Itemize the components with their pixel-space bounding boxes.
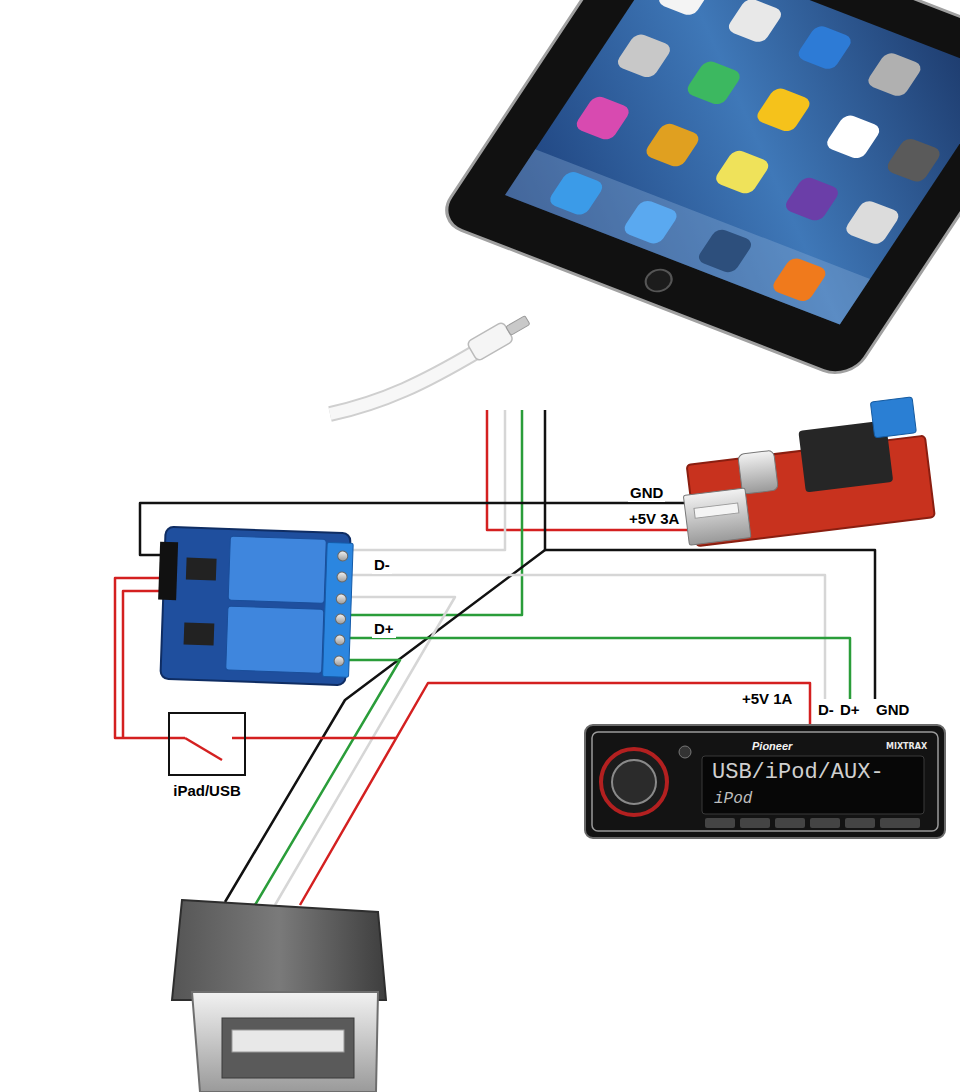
terminal-block bbox=[323, 542, 354, 677]
app-icon bbox=[695, 227, 754, 275]
usb-port bbox=[683, 488, 751, 545]
app-icon bbox=[684, 59, 743, 107]
app-icon bbox=[795, 24, 854, 72]
plug-tip bbox=[506, 316, 530, 336]
ipad-screen bbox=[505, 0, 960, 325]
chip bbox=[184, 623, 215, 646]
wire bbox=[345, 410, 522, 615]
adapter-body bbox=[172, 900, 386, 1000]
pin-header bbox=[158, 542, 178, 601]
app-icon bbox=[573, 94, 632, 142]
lightning-plug bbox=[467, 310, 533, 361]
signal-label: D- bbox=[372, 556, 392, 574]
brand-mark: MIXTRAX bbox=[886, 742, 927, 752]
app-icon bbox=[713, 148, 772, 196]
app-icon bbox=[770, 256, 829, 304]
lightning-cable bbox=[330, 310, 533, 414]
switch-gap bbox=[222, 738, 232, 760]
usb-adapter bbox=[172, 900, 386, 1092]
screw bbox=[334, 656, 344, 666]
ground-label: GND bbox=[628, 484, 665, 502]
screw bbox=[335, 635, 345, 645]
app-icon bbox=[656, 0, 715, 17]
cable bbox=[330, 352, 476, 414]
radio-trim bbox=[592, 732, 938, 831]
radio-button bbox=[845, 818, 875, 828]
screw bbox=[338, 551, 348, 561]
display-text: iPod bbox=[714, 789, 752, 809]
app-icon bbox=[884, 136, 943, 184]
switch-box: iPad/USB bbox=[168, 712, 246, 776]
app-icon bbox=[621, 198, 680, 246]
wire bbox=[232, 737, 396, 740]
radio-button bbox=[775, 818, 805, 828]
relay bbox=[228, 536, 326, 603]
cable-outline bbox=[330, 352, 476, 414]
relay bbox=[226, 606, 324, 673]
wire bbox=[487, 410, 697, 530]
ground-label: GND bbox=[874, 701, 911, 719]
wire bbox=[345, 410, 505, 550]
display-text: USB/iPod/AUX- bbox=[712, 760, 884, 786]
app-icon bbox=[843, 199, 902, 247]
screw bbox=[337, 572, 347, 582]
app-icon bbox=[754, 86, 813, 134]
radio-button bbox=[679, 746, 691, 758]
radio-button bbox=[880, 818, 920, 828]
adapter-shell bbox=[192, 992, 378, 1092]
car-radio bbox=[585, 725, 945, 838]
app-icon bbox=[865, 51, 924, 99]
knob-center bbox=[612, 760, 656, 804]
brand-mark: Pioneer bbox=[752, 740, 792, 753]
app-icon bbox=[824, 113, 883, 161]
app-icon bbox=[547, 170, 606, 218]
app-icon bbox=[643, 121, 702, 169]
adapter-tongue bbox=[232, 1030, 344, 1052]
screw bbox=[336, 594, 346, 604]
switch-lever bbox=[185, 738, 222, 760]
power-label: +5V 1A bbox=[740, 690, 794, 708]
volume-knob bbox=[601, 749, 667, 815]
signal-label: D+ bbox=[838, 701, 862, 719]
radio-display bbox=[702, 756, 924, 814]
usb-tongue bbox=[694, 503, 739, 518]
radio-faceplate bbox=[585, 725, 945, 838]
signal-label: D- bbox=[816, 701, 836, 719]
relay-board bbox=[160, 527, 350, 685]
chip bbox=[186, 558, 217, 581]
wire bbox=[255, 660, 400, 905]
wire bbox=[300, 683, 810, 905]
adapter-socket bbox=[222, 1018, 354, 1078]
ipad-dock bbox=[505, 149, 870, 324]
screw-terminal bbox=[870, 397, 916, 438]
ipad-tablet bbox=[436, 0, 960, 381]
radio-button bbox=[740, 818, 770, 828]
dc-converter bbox=[675, 396, 935, 547]
app-icon bbox=[725, 0, 784, 44]
switch-label: iPad/USB bbox=[171, 782, 243, 800]
power-label: +5V 3A bbox=[627, 510, 681, 528]
app-icon bbox=[782, 175, 841, 223]
home-button bbox=[641, 266, 677, 295]
radio-button bbox=[705, 818, 735, 828]
relay-module bbox=[155, 527, 353, 686]
screw bbox=[335, 614, 345, 624]
capacitor bbox=[738, 450, 779, 494]
signal-label: D+ bbox=[372, 620, 396, 638]
radio-button bbox=[810, 818, 840, 828]
app-icon bbox=[614, 32, 673, 80]
switch-symbol bbox=[185, 738, 232, 760]
ipad-bezel bbox=[436, 0, 960, 381]
